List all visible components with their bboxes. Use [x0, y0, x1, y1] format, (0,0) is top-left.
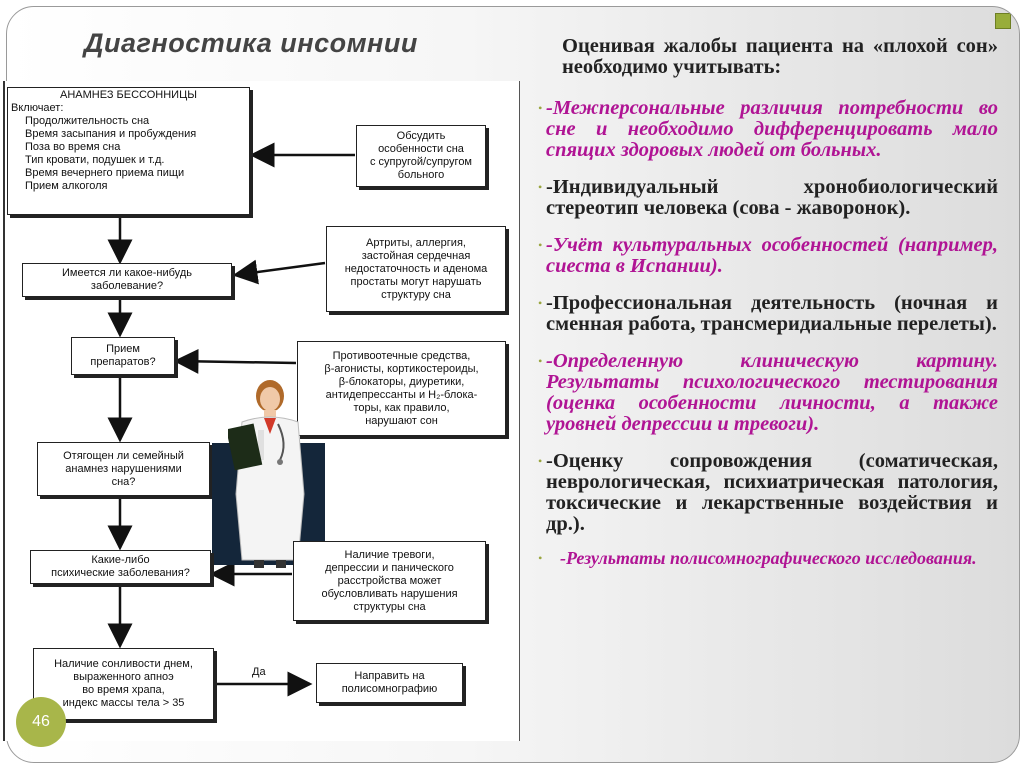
- list-item-text: -Индивидуальный хронобиологический стере…: [546, 176, 998, 219]
- arthritis-line: структуру сна: [381, 288, 451, 301]
- discuss-line: особенности сна: [378, 143, 464, 155]
- disease-question-box: Имеется ли какое-нибудь заболевание?: [22, 263, 232, 297]
- anxiety-line: Наличие тревоги,: [344, 548, 435, 561]
- list-item: •-Оценку сопровождения (соматическая, не…: [538, 450, 998, 535]
- anamnesis-item: Тип кровати, подушек и т.д.: [25, 154, 165, 166]
- anamnesis-item: Продолжительность сна: [25, 115, 150, 127]
- drugs-list-line: антидепрессанты и H₂-блока-: [325, 388, 478, 401]
- referral-line: полисомнографию: [341, 683, 438, 695]
- sleepiness-line: во время храпа,: [82, 684, 165, 696]
- disease-question-line: заболевание?: [90, 280, 164, 292]
- list-item-text: -Определенную клиническую картину. Резул…: [546, 350, 998, 435]
- list-item-text: -Профессиональная деятельность (ночная и…: [546, 292, 998, 335]
- disease-question-line: Имеется ли какое-нибудь: [62, 267, 192, 279]
- anamnesis-header: АНАМНЕЗ БЕССОННИЦЫ: [60, 89, 197, 101]
- discuss-line: больного: [397, 169, 445, 181]
- discuss-line: Обсудить: [396, 130, 446, 142]
- discuss-line: с супругой/супругом: [370, 156, 472, 168]
- list-item: •-Межперсональные различия потребности в…: [538, 97, 998, 161]
- drugs-question-line: Прием: [106, 343, 140, 355]
- anamnesis-item: Прием алкоголя: [25, 180, 108, 192]
- list-item-text: -Оценку сопровождения (соматическая, нев…: [546, 450, 998, 535]
- anamnesis-item: Время вечернего приема пищи: [25, 167, 185, 179]
- bullet-icon: •: [538, 180, 543, 194]
- list-item-text: -Результаты полисомнографического исслед…: [560, 548, 977, 568]
- arthritis-line: недостаточность и аденома: [344, 262, 488, 275]
- mental-question-box: Какие-либо психические заболевания?: [30, 550, 211, 584]
- drugs-list-line: β-блокаторы, диуретики,: [338, 375, 465, 388]
- list-item: •-Индивидуальный хронобиологический стер…: [538, 176, 998, 219]
- bullet-icon: •: [538, 101, 543, 115]
- slide-title: Диагностика инсомнии: [84, 28, 418, 58]
- drugs-list-line: торы, как правило,: [353, 401, 450, 414]
- arthritis-line: Артриты, аллергия,: [366, 236, 466, 249]
- anxiety-line: депрессии и панического: [325, 561, 454, 574]
- intro-text: Оценивая жалобы пациента на «плохой сон»…: [562, 35, 998, 78]
- referral-box: Направить на полисомнографию: [316, 663, 463, 703]
- anxiety-box: Наличие тревоги, депрессии и панического…: [293, 541, 486, 621]
- list-item: •-Профессиональная деятельность (ночная …: [538, 292, 998, 335]
- list-item-text: -Межперсональные различия потребности во…: [546, 97, 998, 161]
- anamnesis-item: Поза во время сна: [25, 141, 121, 153]
- family-question-line: сна?: [111, 475, 136, 488]
- sleepiness-box: Наличие сонливости днем, выраженного апн…: [33, 648, 214, 720]
- arthritis-box: Артриты, аллергия, застойная сердечная н…: [326, 226, 506, 312]
- arthritis-line: простаты могут нарушать: [350, 275, 482, 288]
- sleepiness-line: выраженного апноэ: [73, 671, 174, 683]
- referral-line: Направить на: [354, 670, 425, 682]
- list-item: • -Результаты полисомнографического иссле…: [538, 548, 998, 568]
- bullet-icon: •: [538, 296, 543, 310]
- yes-label: Да: [252, 666, 266, 678]
- drugs-list-line: Противоотечные средства,: [332, 349, 471, 362]
- drugs-question-line: препаратов?: [90, 356, 156, 368]
- mental-question-line: Какие-либо: [91, 554, 150, 566]
- bullet-icon: •: [538, 551, 543, 565]
- family-question-line: Отягощен ли семейный: [63, 449, 184, 462]
- bullet-icon: •: [538, 454, 543, 468]
- bullet-icon: •: [538, 238, 543, 252]
- mental-question-line: психические заболевания?: [51, 567, 190, 579]
- anxiety-line: структуры сна: [353, 600, 426, 613]
- right-panel: Оценивая жалобы пациента на «плохой сон»…: [538, 35, 998, 568]
- list-item: •-Учёт культуральных особенностей (напри…: [538, 234, 998, 277]
- drugs-list-line: нарушают сон: [365, 414, 438, 427]
- anxiety-line: обусловливать нарушения: [321, 587, 458, 600]
- corner-square-icon: [995, 13, 1011, 29]
- anamnesis-box: АНАМНЕЗ БЕССОННИЦЫ Включает: Продолжител…: [7, 87, 250, 215]
- anxiety-line: расстройства может: [337, 574, 442, 587]
- bullet-icon: •: [538, 354, 543, 368]
- list-item: •-Определенную клиническую картину. Резу…: [538, 350, 998, 435]
- drugs-list-box: Противоотечные средства, β-агонисты, кор…: [297, 341, 506, 436]
- sleepiness-line: индекс массы тела > 35: [62, 697, 185, 709]
- anamnesis-item: Время засыпания и пробуждения: [25, 128, 197, 140]
- family-question-line: анамнез нарушениями: [65, 462, 182, 475]
- anamnesis-includes: Включает:: [11, 102, 64, 114]
- drugs-list-line: β-агонисты, кортикостероиды,: [324, 362, 479, 375]
- doctor-figure: [228, 380, 305, 568]
- sleepiness-line: Наличие сонливости днем,: [54, 658, 193, 670]
- drugs-question-box: Прием препаратов?: [71, 337, 175, 375]
- list-item-text: -Учёт культуральных особенностей (наприм…: [546, 234, 998, 277]
- family-question-box: Отягощен ли семейный анамнез нарушениями…: [37, 442, 210, 496]
- page-number-badge: 46: [16, 697, 66, 747]
- discuss-box: Обсудить особенности сна с супругой/супр…: [356, 125, 486, 187]
- arthritis-line: застойная сердечная: [361, 249, 471, 262]
